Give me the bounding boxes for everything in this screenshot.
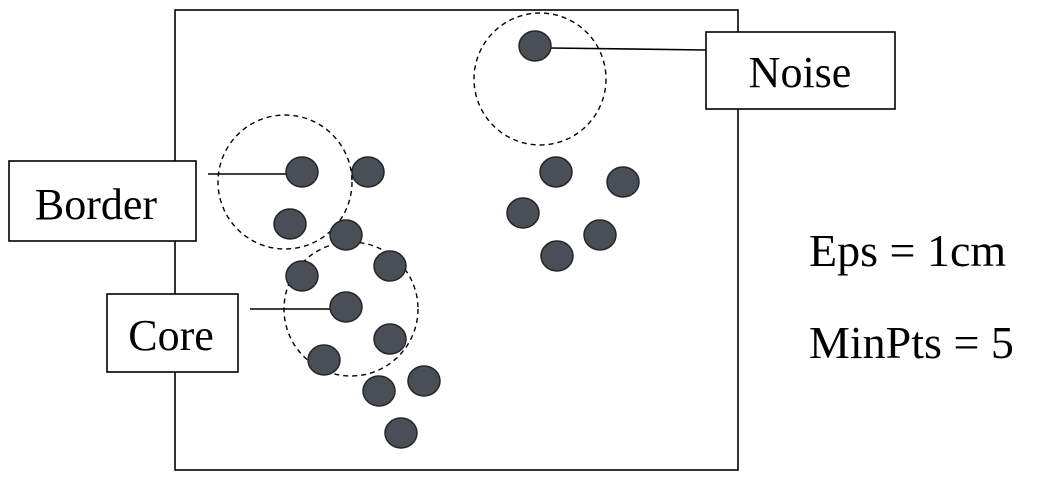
- data-points: [273, 30, 640, 449]
- data-point-core: [329, 291, 363, 323]
- data-point: [329, 219, 363, 251]
- core-label-text: Core: [128, 311, 214, 360]
- core-label: Core: [106, 293, 239, 373]
- eps-parameter: Eps = 1cm: [809, 225, 1006, 276]
- noise-label-box: [705, 31, 896, 110]
- data-point-noise: [518, 30, 552, 62]
- data-point: [373, 250, 407, 282]
- data-point: [506, 197, 540, 229]
- data-point: [407, 365, 441, 397]
- noise-label: Noise: [705, 31, 896, 110]
- border-eps-neighborhood: [217, 114, 353, 250]
- data-point: [540, 240, 574, 272]
- data-point: [351, 156, 385, 188]
- data-point: [307, 344, 341, 376]
- noise-leader-line: [549, 47, 707, 51]
- data-point: [373, 323, 407, 355]
- noise-label-text: Noise: [749, 48, 852, 97]
- data-space-frame: [174, 9, 739, 471]
- core-label-box: [106, 293, 239, 373]
- border-label: Border: [8, 160, 197, 242]
- border-label-box: [8, 160, 197, 242]
- data-point: [384, 417, 418, 449]
- data-point: [583, 219, 617, 251]
- data-point-border: [285, 156, 319, 188]
- data-point: [539, 156, 573, 188]
- data-point: [362, 375, 396, 407]
- data-point: [606, 166, 640, 198]
- border-label-text: Border: [35, 180, 158, 229]
- data-point: [285, 260, 319, 292]
- minpts-parameter: MinPts = 5: [809, 317, 1014, 368]
- data-point: [273, 208, 307, 240]
- noise-eps-neighborhood: [473, 12, 607, 146]
